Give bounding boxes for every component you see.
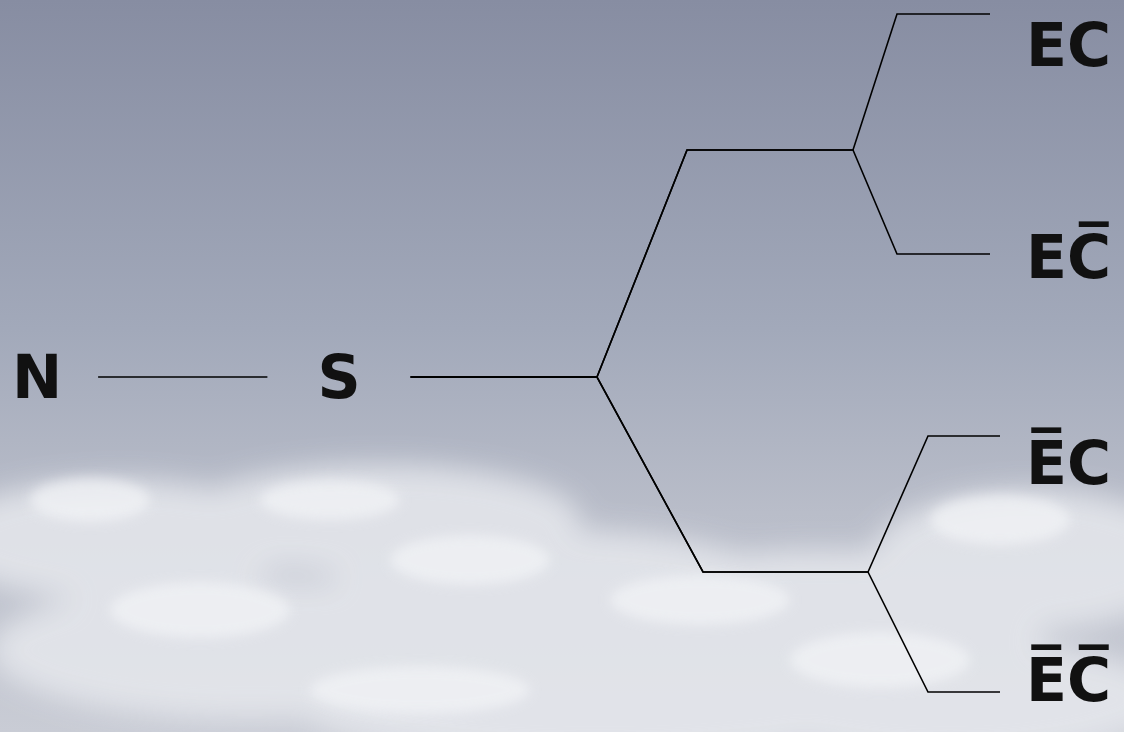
- cloud-highlights: [30, 478, 1070, 714]
- outcome-node: EC̅: [990, 221, 1115, 293]
- tree-branch: [411, 150, 990, 377]
- node-label: E̅C: [1026, 427, 1111, 499]
- tree-branch: [411, 377, 1000, 572]
- node-label: EC̅: [1026, 221, 1111, 293]
- tree-branch: [411, 377, 1000, 692]
- outcome-node: EC: [990, 9, 1115, 81]
- outcome-node: S: [267, 341, 410, 413]
- tree-branch: [411, 14, 990, 377]
- outcome-node: E̅C: [1000, 427, 1115, 499]
- outcome-node: N: [0, 341, 98, 413]
- node-label: EC: [1026, 9, 1111, 81]
- node-label: S: [317, 341, 360, 413]
- tree-branch: [98, 376, 267, 378]
- node-label: E̅C̅: [1026, 644, 1111, 716]
- outcome-node: E̅C̅: [1000, 644, 1115, 716]
- node-label: N: [12, 341, 62, 413]
